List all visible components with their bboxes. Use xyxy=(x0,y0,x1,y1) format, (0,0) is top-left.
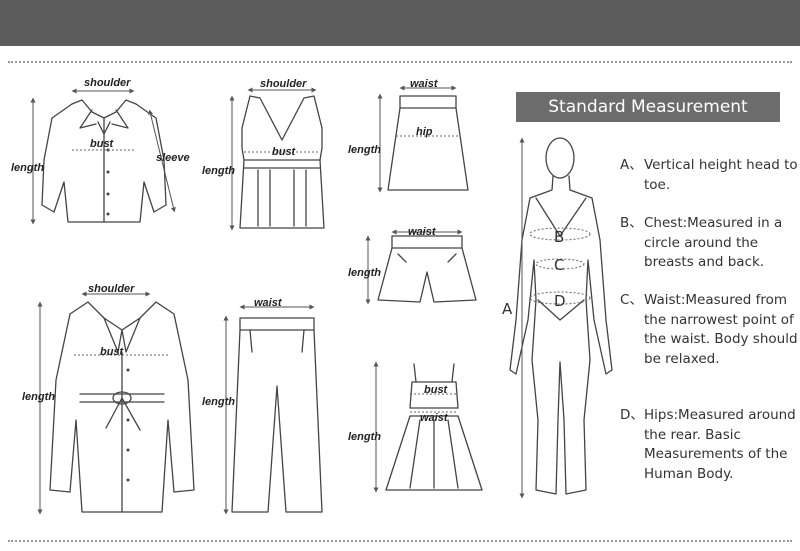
dress-waist-label: waist xyxy=(420,412,449,424)
shirt-bust-label: bust xyxy=(90,138,115,150)
coat-shoulder-label: shoulder xyxy=(88,283,135,295)
definition-c-text: Waist:Measured from the narrowest point … xyxy=(644,292,798,367)
definition-c-letter: C、 xyxy=(620,292,643,308)
label-c: C xyxy=(554,256,564,274)
standard-measurement-title: Standard Measurement xyxy=(516,92,780,122)
definition-a: A、 Vertical height head to toe. xyxy=(620,156,800,195)
definition-c: C、 Waist:Measured from the narrowest poi… xyxy=(620,291,800,369)
header-bar xyxy=(0,0,800,46)
shorts-waist-label: waist xyxy=(408,226,437,238)
pants-waist-label: waist xyxy=(254,297,283,309)
label-a: A xyxy=(502,300,513,318)
definition-d-letter: D、 xyxy=(620,407,644,423)
shirt-sleeve-label: sleeve xyxy=(156,152,190,164)
pants-length-label: length xyxy=(202,396,235,408)
shorts-diagram: waist length xyxy=(348,226,477,305)
definition-a-letter: A、 xyxy=(620,157,643,173)
tank-bust-label: bust xyxy=(272,146,297,158)
tank-top-diagram: shoulder bust length xyxy=(202,78,325,231)
body-figure: A B C D xyxy=(502,137,613,499)
label-b: B xyxy=(554,228,564,246)
bottom-dotted-divider xyxy=(8,540,792,542)
definition-d-text: Hips:Measured around the rear. Basic Mea… xyxy=(644,407,796,482)
skirt-length-label: length xyxy=(348,144,381,156)
shirt-shoulder-label: shoulder xyxy=(84,77,131,89)
label-d: D xyxy=(554,292,566,310)
dress-length-label: length xyxy=(348,431,381,443)
definition-b: B、 Chest:Measured in a circle around the… xyxy=(620,214,800,273)
coat-bust-label: bust xyxy=(100,346,125,358)
tank-length-label: length xyxy=(202,165,235,177)
coat-diagram: shoulder bust length xyxy=(22,283,195,515)
skirt-hip-label: hip xyxy=(416,126,433,138)
skirt-diagram: waist hip length xyxy=(348,78,469,193)
dress-bust-label: bust xyxy=(424,384,449,396)
dress-diagram: bust waist length xyxy=(348,361,483,493)
definition-b-text: Chest:Measured in a circle around the br… xyxy=(644,215,783,270)
coat-length-label: length xyxy=(22,391,55,403)
tank-shoulder-label: shoulder xyxy=(260,78,307,90)
pants-diagram: waist length xyxy=(202,297,323,515)
shorts-length-label: length xyxy=(348,267,381,279)
definition-b-letter: B、 xyxy=(620,215,643,231)
skirt-waist-label: waist xyxy=(410,78,439,90)
definition-a-text: Vertical height head to toe. xyxy=(644,157,798,193)
shirt-diagram: shoulder bust sleeve length xyxy=(11,77,190,225)
definition-d: D、 Hips:Measured around the rear. Basic … xyxy=(620,406,800,484)
top-dotted-divider xyxy=(8,61,792,63)
shirt-length-label: length xyxy=(11,162,44,174)
